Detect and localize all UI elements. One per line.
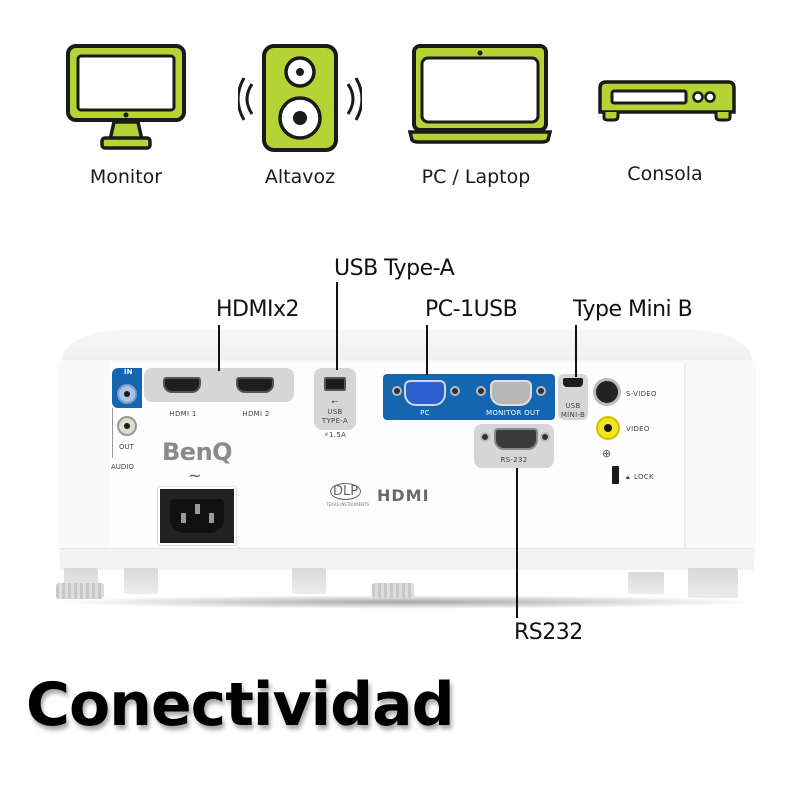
audio-bracket: [112, 408, 113, 458]
foot: [292, 568, 326, 594]
console-icon: [598, 80, 736, 122]
monitor-out-label: MONITOR OUT: [486, 409, 540, 417]
s-video-port[interactable]: [593, 378, 621, 406]
audio-out-label: OUT: [119, 443, 134, 451]
vga-out-screw-left: [476, 386, 486, 396]
monitor-out-port[interactable]: [490, 380, 532, 406]
rs232-port[interactable]: [494, 428, 538, 450]
projector-base: [60, 548, 754, 570]
usb-a-rating: ⚡1.5A: [323, 431, 347, 439]
device-label-console: Consola: [627, 163, 703, 185]
callout-rs232: RS232: [514, 620, 583, 645]
device-label-monitor: Monitor: [89, 166, 163, 188]
hdmi-2-port[interactable]: [236, 377, 274, 393]
s-video-label: S-VIDEO: [626, 390, 657, 398]
device-label-laptop: PC / Laptop: [421, 166, 531, 188]
usb-mini-label-2: MINI-B: [560, 411, 586, 419]
foot: [124, 568, 158, 594]
lock-icon: 🔒︎: [626, 473, 631, 481]
usb-a-label-2: TYPE-A: [321, 417, 349, 425]
adjust-knob: [56, 583, 104, 599]
callout-pc: PC-1USB: [425, 297, 518, 322]
page-title: Conectividad: [26, 670, 455, 740]
kensington-lock-slot[interactable]: [612, 466, 619, 484]
ac-symbol: ~: [188, 466, 202, 485]
leader-pc: [426, 325, 428, 375]
hdmi-1-label: HDMI 1: [169, 410, 197, 418]
callout-hdmi: HDMIx2: [216, 297, 299, 322]
vga-pc-port[interactable]: [404, 380, 446, 406]
usb-mini-label-1: USB: [565, 402, 581, 410]
monitor-icon: [66, 44, 186, 150]
rs232-screw-left: [480, 432, 490, 442]
hdmi-2-label: HDMI 2: [242, 410, 270, 418]
lock-label: LOCK: [634, 473, 654, 481]
usb-mini-port[interactable]: [563, 378, 583, 387]
hdmi-1-port[interactable]: [163, 377, 201, 393]
foot: [628, 572, 664, 594]
dlp-logo-text: DLP: [330, 483, 362, 500]
vga-pc-label: PC: [420, 409, 430, 417]
video-port[interactable]: [596, 416, 620, 440]
usb-a-label-1: USB: [327, 408, 343, 416]
speaker-icon: [238, 44, 362, 152]
audio-in-label: IN: [124, 368, 133, 376]
video-label: VIDEO: [626, 425, 650, 433]
dlp-logo: DLP: [330, 483, 362, 500]
rs232-screw-right: [540, 432, 550, 442]
leader-mini-b: [575, 325, 577, 377]
dlp-subtext: TEXAS INSTRUMENTS: [326, 502, 370, 507]
audio-out-jack[interactable]: [117, 416, 137, 436]
laptop-icon: [408, 44, 552, 144]
leader-usb-type-a: [336, 282, 338, 370]
leader-hdmi: [218, 325, 220, 371]
vga-pc-screw-right: [450, 386, 460, 396]
leader-rs232: [516, 468, 518, 618]
audio-in-jack[interactable]: [117, 384, 137, 404]
vga-out-screw-right: [536, 386, 546, 396]
vga-pc-screw-left: [392, 386, 402, 396]
power-inlet[interactable]: [158, 487, 236, 545]
device-label-speaker: Altavoz: [264, 166, 336, 188]
adjust-knob: [372, 583, 414, 598]
callout-mini-b: Type Mini B: [573, 297, 693, 322]
ground-screw-icon: ⊕: [602, 447, 612, 460]
brand-logo: BenQ: [162, 438, 233, 466]
usb-icon: ⭠: [331, 397, 339, 407]
foot: [688, 568, 738, 598]
hdmi-logo: HDMI: [377, 486, 430, 505]
rs232-label: RS-232: [500, 456, 528, 464]
usb-a-port[interactable]: [324, 377, 346, 391]
audio-group-label: AUDIO: [111, 463, 134, 471]
callout-usb-type-a: USB Type-A: [334, 256, 455, 281]
projector-shadow: [50, 595, 762, 609]
